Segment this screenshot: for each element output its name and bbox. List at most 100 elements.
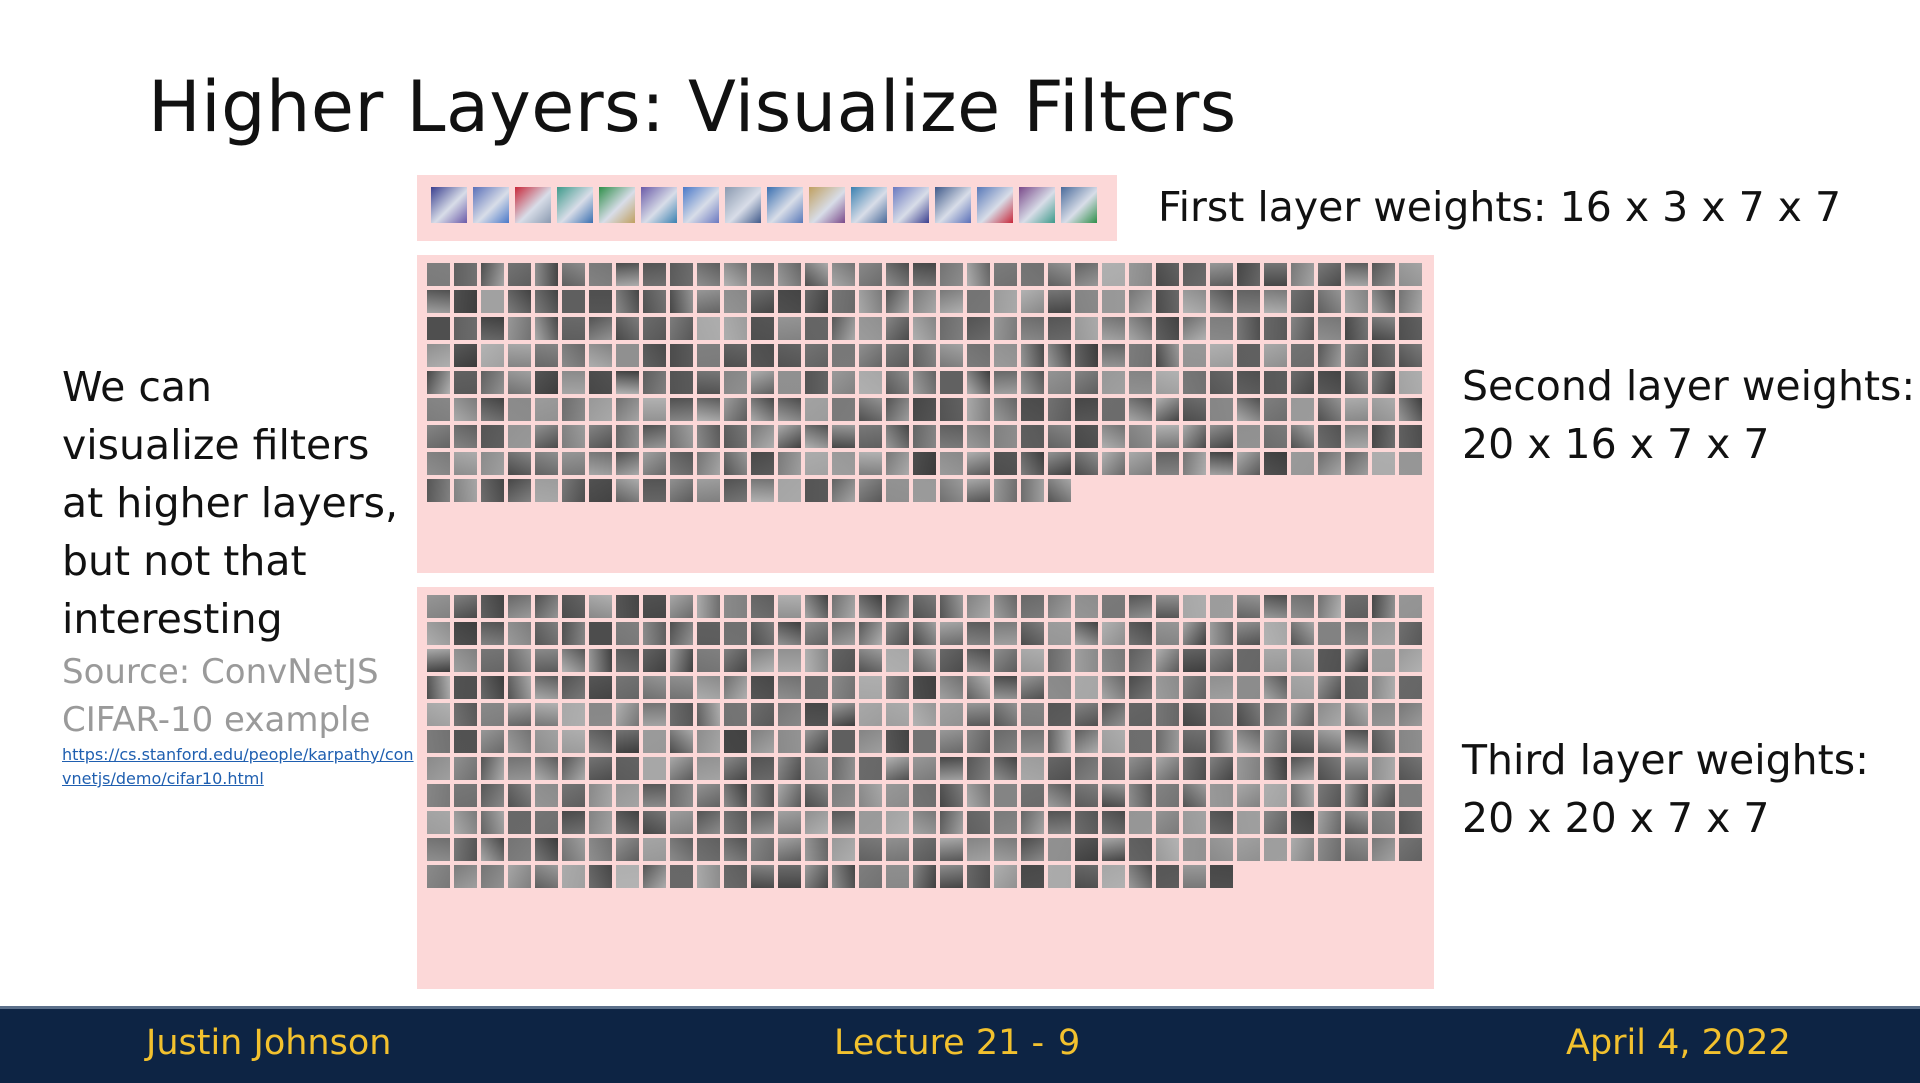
filter-tile [562,595,585,618]
filter-tile [1156,703,1179,726]
filter-tile [1399,649,1422,672]
filter-tile [1291,263,1314,286]
footer-date: April 4, 2022 [1566,1023,1791,1063]
filter-tile [751,595,774,618]
filter-tile [724,371,747,394]
filter-tile [427,263,450,286]
filter-tile [1291,838,1314,861]
filter-tile [1399,703,1422,726]
filter-tile [697,371,720,394]
first-layer-filter-grid [431,187,1111,229]
filter-tile [1075,317,1098,340]
filter-tile [535,398,558,421]
filter-tile [886,452,909,475]
filter-tile [1372,425,1395,448]
filter-tile [1210,784,1233,807]
filter-tile [751,290,774,313]
filter-tile [643,398,666,421]
filter-tile [967,479,990,502]
filter-tile [1345,398,1368,421]
filter-tile [832,865,855,888]
filter-tile [1210,425,1233,448]
filter-tile [1291,649,1314,672]
filter-tile [535,371,558,394]
filter-tile [1156,676,1179,699]
filter-tile [1318,595,1341,618]
filter-tile [1210,595,1233,618]
filter-tile [1210,865,1233,888]
filter-tile [751,784,774,807]
filter-tile [913,784,936,807]
filter-tile [1318,757,1341,780]
filter-tile [1372,371,1395,394]
filter-tile [670,398,693,421]
filter-tile [832,263,855,286]
filter-tile [508,479,531,502]
filter-tile [1129,622,1152,645]
filter-tile [940,425,963,448]
filter-tile [1156,452,1179,475]
filter-tile [508,452,531,475]
filter-tile [481,425,504,448]
filter-tile [805,595,828,618]
filter-tile [535,595,558,618]
filter-tile [778,649,801,672]
filter-tile [1237,263,1260,286]
filter-tile [589,622,612,645]
filter-tile [1102,371,1125,394]
filter-tile [751,479,774,502]
filter-tile [1264,317,1287,340]
filter-tile [481,595,504,618]
source-text: Source: ConvNetJS CIFAR-10 example [62,652,379,740]
filter-tile [562,838,585,861]
filter-tile [670,263,693,286]
filter-tile [481,479,504,502]
filter-tile [697,290,720,313]
filter-tile [670,317,693,340]
filter-tile [697,649,720,672]
filter-tile [886,622,909,645]
filter-tile [805,479,828,502]
source-link[interactable]: https://cs.stanford.edu/people/karpathy/… [62,745,414,788]
filter-tile [1264,290,1287,313]
filter-tile [535,622,558,645]
filter-tile [1048,290,1071,313]
filter-tile [1210,703,1233,726]
filter-tile [725,187,761,223]
filter-tile [427,838,450,861]
filter-tile [1183,425,1206,448]
filter-tile [427,317,450,340]
filter-tile [724,263,747,286]
filter-tile [805,398,828,421]
filter-tile [859,784,882,807]
filter-tile [1372,452,1395,475]
filter-tile [589,811,612,834]
filter-tile [535,479,558,502]
filter-tile [481,263,504,286]
filter-tile [913,371,936,394]
filter-tile [1156,757,1179,780]
filter-tile [1291,622,1314,645]
filter-tile [1048,757,1071,780]
filter-tile [643,622,666,645]
filter-tile [724,317,747,340]
filter-tile [562,784,585,807]
filter-tile [454,865,477,888]
filter-tile [724,784,747,807]
filter-tile [616,730,639,753]
filter-tile [562,703,585,726]
filter-tile [913,595,936,618]
filter-tile [427,730,450,753]
filter-tile [805,371,828,394]
filter-tile [778,838,801,861]
filter-tile [1237,757,1260,780]
filter-tile [1183,622,1206,645]
filter-tile [1237,452,1260,475]
filter-tile [1291,344,1314,367]
filter-tile [562,730,585,753]
filter-tile [1129,317,1152,340]
filter-tile [832,317,855,340]
filter-tile [724,290,747,313]
filter-tile [508,344,531,367]
filter-tile [1021,398,1044,421]
